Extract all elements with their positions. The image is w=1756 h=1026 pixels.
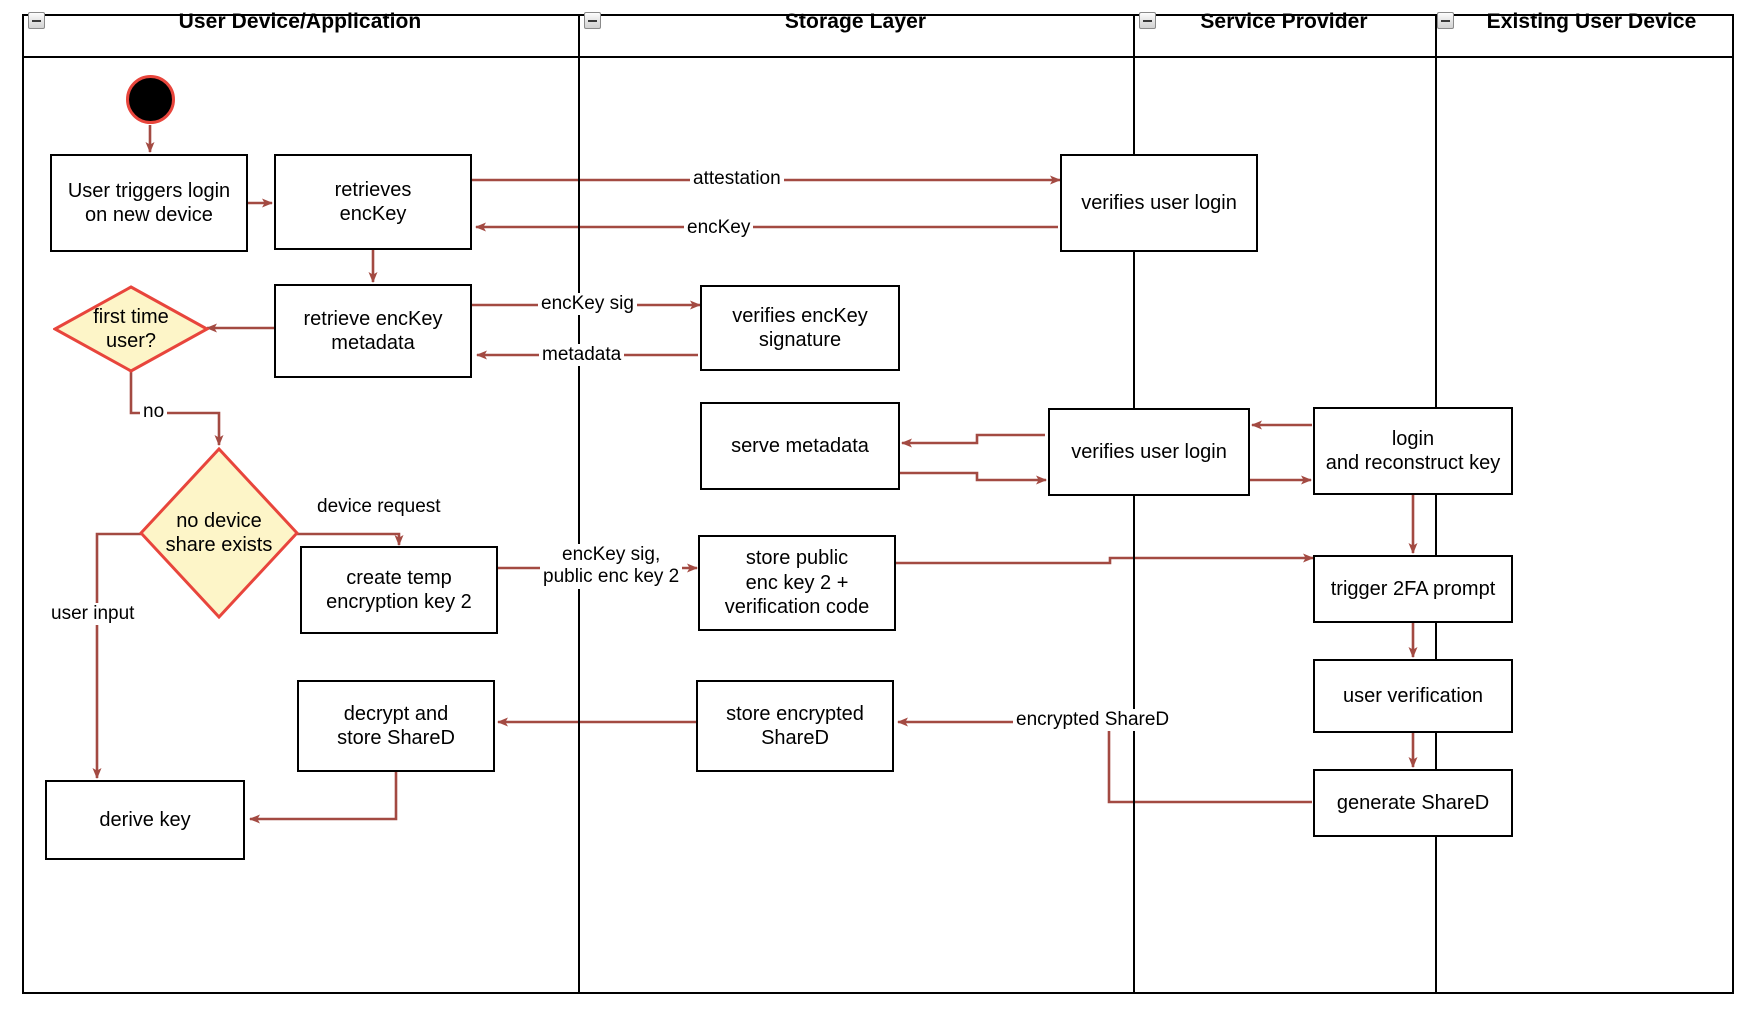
edge-no-branch [129, 371, 224, 446]
edge-device-request [297, 532, 404, 546]
node-verifies-user-login-1[interactable]: verifies user login [1060, 154, 1258, 252]
swimlane-frame [22, 14, 1734, 994]
node-decrypt-store-shared[interactable]: decrypt and store ShareD [297, 680, 495, 772]
minus-box-icon[interactable] [28, 12, 45, 29]
edge-user-input [92, 532, 141, 779]
edge-label-metadata: metadata [539, 344, 625, 367]
node-verifies-user-login-2[interactable]: verifies user login [1048, 408, 1250, 496]
lane-title-storage-layer: Storage Layer [784, 10, 927, 33]
lane-header-storage-layer[interactable]: Storage Layer [578, 0, 1133, 44]
edge-label-enckey: encKey [684, 217, 754, 240]
edge-label-encrypted-shared: encrypted ShareD [1013, 709, 1173, 732]
swimlane-header-row [22, 14, 1734, 58]
edge-serve-metadata-to-verifies [898, 471, 1047, 485]
diamond-shape [139, 447, 299, 619]
node-verifies-enckey-signature[interactable]: verifies encKey signature [700, 285, 900, 371]
lane-header-existing-user-device[interactable]: Existing User Device [1435, 0, 1734, 44]
edge-verifies-to-serve-metadata [901, 433, 1045, 448]
lane-title-service-provider: Service Provider [1200, 10, 1368, 33]
node-login-reconstruct[interactable]: login and reconstruct key [1313, 407, 1513, 495]
lane-header-service-provider[interactable]: Service Provider [1133, 0, 1435, 44]
edge-label-user-input: user input [48, 603, 138, 626]
node-user-triggers-login[interactable]: User triggers login on new device [50, 154, 248, 252]
lane-divider-3 [1435, 14, 1437, 994]
node-store-encrypted-shared[interactable]: store encrypted ShareD [696, 680, 894, 772]
node-derive-key[interactable]: derive key [45, 780, 245, 860]
minus-box-icon[interactable] [1437, 12, 1454, 29]
node-first-time-user[interactable]: first time user? [53, 285, 209, 373]
node-trigger-2fa[interactable]: trigger 2FA prompt [1313, 555, 1513, 623]
node-generate-shared[interactable]: generate ShareD [1313, 769, 1513, 837]
node-serve-metadata[interactable]: serve metadata [700, 402, 900, 490]
node-retrieve-enckey-metadata[interactable]: retrieve encKey metadata [274, 284, 472, 378]
edge-store-public-to-trigger-2fa [896, 553, 1314, 565]
edge-label-no: no [140, 401, 168, 424]
node-no-device-share-exists[interactable]: no device share exists [139, 447, 299, 619]
lane-title-existing-user-device: Existing User Device [1486, 10, 1697, 33]
node-create-temp-key[interactable]: create temp encryption key 2 [300, 546, 498, 634]
edge-label-device-request: device request [314, 496, 444, 519]
minus-box-icon[interactable] [1139, 12, 1156, 29]
node-store-public-key[interactable]: store public enc key 2 + verification co… [698, 535, 896, 631]
edge-label-attestation: attestation [690, 168, 784, 191]
lane-divider-2 [1133, 14, 1135, 994]
node-label-first-time-user: first time user? [93, 305, 169, 352]
lane-title-user-device: User Device/Application [178, 10, 422, 33]
initial-node[interactable] [126, 75, 175, 124]
lane-header-user-device[interactable]: User Device/Application [22, 0, 578, 44]
diamond-shape [53, 285, 209, 373]
edge-label-enckey-sig-public: encKey sig, public enc key 2 [540, 544, 683, 589]
lane-divider-1 [578, 14, 580, 994]
edge-encrypted-shared [897, 717, 1312, 804]
node-user-verification[interactable]: user verification [1313, 659, 1513, 733]
minus-box-icon[interactable] [584, 12, 601, 29]
node-retrieves-enckey[interactable]: retrieves encKey [274, 154, 472, 250]
edge-decrypt-to-derive-key [249, 772, 398, 824]
edge-label-enckey-sig: encKey sig [538, 293, 637, 316]
node-label-no-device-share-exists: no device share exists [165, 509, 273, 556]
